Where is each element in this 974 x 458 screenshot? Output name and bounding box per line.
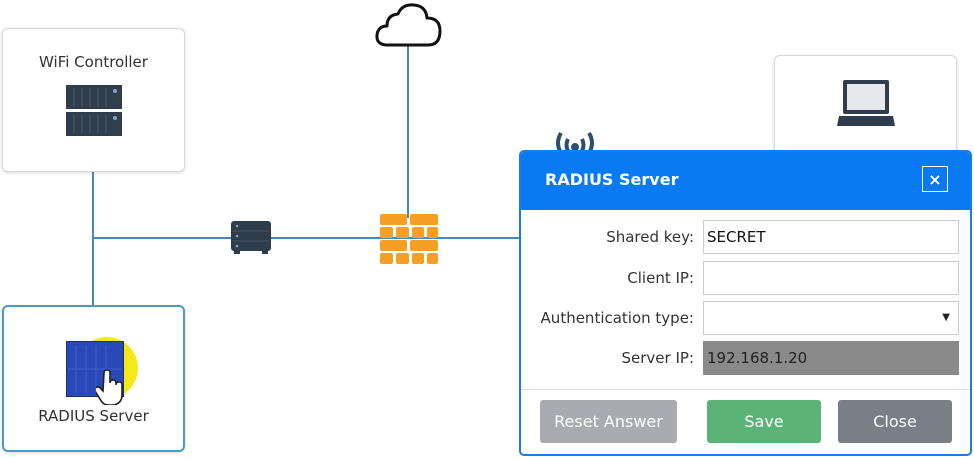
radius-server-node[interactable]: RADIUS Server <box>2 305 185 452</box>
hand-cursor-icon <box>96 369 123 405</box>
auth-type-row: Authentication type: ▼ <box>521 301 970 335</box>
wifi-controller-label: WiFi Controller <box>39 53 148 71</box>
save-button[interactable]: Save <box>707 400 821 443</box>
link-main-bus <box>92 237 520 239</box>
close-button[interactable]: Close <box>838 400 952 443</box>
dialog-title: RADIUS Server <box>545 170 679 189</box>
server-rack-icon <box>66 85 122 136</box>
chevron-down-icon: ▼ <box>942 312 950 323</box>
cloud-icon[interactable] <box>374 2 444 48</box>
wifi-controller-node[interactable]: WiFi Controller <box>2 28 185 172</box>
dialog-header: RADIUS Server × <box>521 152 970 210</box>
laptop-icon <box>837 80 895 126</box>
client-ip-label: Client IP: <box>627 269 694 287</box>
client-ip-row: Client IP: <box>521 261 970 295</box>
server-ip-label: Server IP: <box>621 349 694 367</box>
dialog-footer: Reset Answer Save Close <box>521 389 970 454</box>
shared-key-row: Shared key: <box>521 220 970 254</box>
client-ip-input[interactable] <box>703 261 959 295</box>
server-ip-input <box>703 341 959 375</box>
server-ip-row: Server IP: <box>521 341 970 375</box>
firewall-icon[interactable] <box>380 214 438 264</box>
link-controller-to-bus <box>92 172 94 306</box>
auth-type-label: Authentication type: <box>540 309 694 327</box>
reset-answer-button[interactable]: Reset Answer <box>540 400 677 443</box>
link-cloud-to-firewall <box>407 46 409 218</box>
laptop-node[interactable] <box>774 55 957 165</box>
auth-type-select[interactable]: ▼ <box>703 301 959 335</box>
shared-key-input[interactable] <box>703 220 959 254</box>
radius-server-label: RADIUS Server <box>38 407 149 425</box>
radius-server-dialog: RADIUS Server × Shared key: Client IP: A… <box>519 150 972 456</box>
close-icon[interactable]: × <box>922 166 948 192</box>
shared-key-label: Shared key: <box>606 228 694 246</box>
switch-icon[interactable] <box>231 221 271 255</box>
